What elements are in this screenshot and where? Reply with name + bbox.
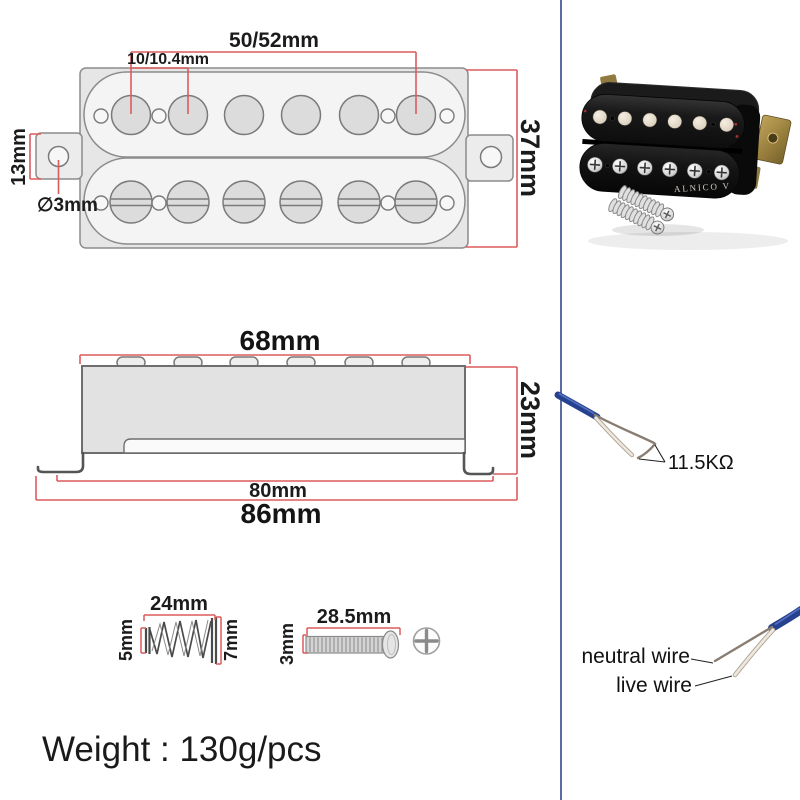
- bare-strand: [593, 413, 657, 460]
- pickup-body-photo: ALNICO V: [579, 74, 761, 199]
- bobbin-slug-coil: [83, 71, 466, 158]
- dimension-top-width-68: 68mm: [240, 325, 321, 356]
- live-wire-label: live wire: [616, 674, 692, 697]
- spring-diagram: 24mm 5mm 7mm: [116, 593, 241, 665]
- top-view-dimension-lines: [29, 51, 518, 248]
- photo-screw-poles: [587, 157, 730, 181]
- side-view-dimension-lines: [35, 354, 518, 501]
- magnet-type-text: ALNICO V: [674, 181, 731, 194]
- red-paint-speck: [735, 134, 739, 138]
- live-strand: [733, 628, 775, 677]
- resistance-wire: 11.5KΩ: [554, 391, 734, 474]
- output-wires: neutral wire live wire: [581, 606, 800, 697]
- spring-coils: [144, 617, 218, 664]
- small-holes-top-row: [93, 108, 455, 124]
- red-paint-speck: [734, 122, 738, 126]
- baseplate-leg-left: [36, 451, 85, 474]
- red-paint-speck: [583, 109, 587, 113]
- neutral-strand: [713, 625, 774, 663]
- wire-highlight-2: [774, 607, 800, 626]
- screw-head-highlight: [387, 634, 396, 655]
- white-strand: [594, 416, 634, 457]
- wire-leader-lines: [690, 658, 733, 687]
- photo-bobbin-lower: [579, 142, 741, 199]
- pickup-photo: ALNICO V: [579, 74, 792, 250]
- wire-jacket: [554, 391, 601, 421]
- screw-dimension-lines: [302, 627, 401, 654]
- dimension-side-height-23: 23mm: [515, 381, 545, 459]
- dimension-total-width-86: 86mm: [241, 498, 322, 529]
- photo-shadow: [588, 232, 788, 250]
- dimension-height-37: 37mm: [515, 119, 545, 197]
- spring-large-end-label: 7mm: [221, 619, 241, 661]
- dimension-base-width-80: 80mm: [249, 480, 307, 502]
- baseplate-leg-right: [462, 451, 495, 476]
- screw-poles: [109, 180, 438, 224]
- spring-a: [617, 185, 675, 222]
- screw-length-label: 28.5mm: [317, 606, 392, 628]
- screw-diameter-label: 3mm: [277, 623, 297, 665]
- spring-b: [608, 198, 665, 235]
- screw-diagram: 28.5mm 3mm: [277, 606, 441, 665]
- photo-slug-poles: [592, 109, 734, 132]
- dimension-tab-13: 13mm: [8, 128, 30, 186]
- wire-highlight: [558, 392, 595, 415]
- photo-bobbin-upper: [581, 93, 746, 149]
- mounting-springs: [608, 185, 675, 235]
- wire-jacket-2: [768, 606, 800, 632]
- spring-length-label: 24mm: [150, 593, 208, 615]
- slug-poles: [110, 94, 437, 136]
- resistance-label: 11.5KΩ: [668, 452, 734, 474]
- screw-threads: [309, 637, 383, 652]
- side-view-drawing: 68mm 23mm 80mm 86mm: [35, 325, 545, 529]
- bobbin-screw-coil: [83, 157, 466, 245]
- dimension-hole-diameter: ∅3mm: [37, 195, 98, 216]
- top-view-drawing: 50/52mm 10/10.4mm 37mm 13mm ∅3mm: [8, 29, 545, 249]
- spring-dimension-lines: [140, 614, 222, 665]
- dimension-pole-pitch: 10/10.4mm: [127, 51, 209, 68]
- leader-lines: [638, 444, 666, 463]
- baseplate-lip: [123, 438, 466, 454]
- small-holes-bottom-row: [93, 195, 455, 211]
- phillips-cross: [414, 628, 439, 654]
- spring-small-end-label: 5mm: [116, 619, 136, 661]
- mounting-hole-right: [479, 145, 503, 169]
- dimension-pole-span: 50/52mm: [229, 29, 319, 52]
- neutral-wire-label: neutral wire: [581, 645, 690, 668]
- weight-text: Weight : 130g/pcs: [42, 730, 322, 769]
